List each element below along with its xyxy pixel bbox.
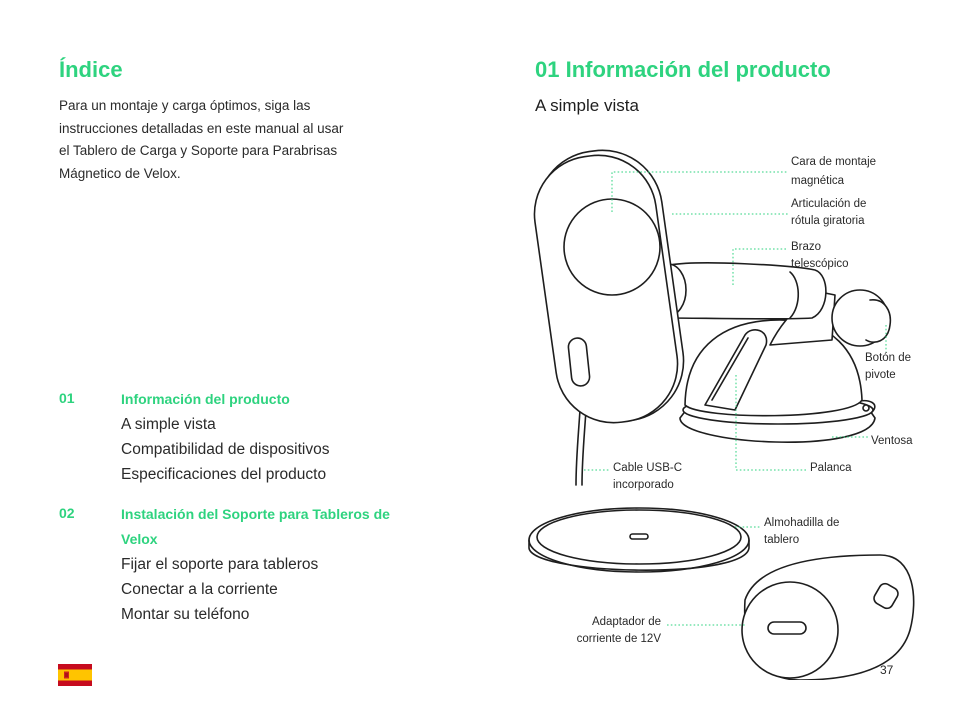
intro-paragraph: Para un montaje y carga óptimos, siga la… [59, 98, 344, 181]
toc-number: 02 [59, 505, 75, 521]
label-usb-cable: Cable USB-C incorporado [613, 462, 683, 491]
product-diagram [528, 149, 915, 680]
toc-number: 01 [59, 390, 75, 406]
toc-heading-link[interactable]: Información del producto [121, 391, 290, 407]
label-suction-cup: Ventosa [871, 435, 913, 447]
label-ball-joint: Articulación de rótula giratoria [791, 198, 867, 227]
spain-flag-icon [58, 664, 92, 686]
section-title: 01 Información del producto [535, 57, 831, 82]
label-magnetic-face: Cara de montaje magnética [791, 156, 877, 187]
label-power-adapter: Adaptador de corriente de 12V [576, 616, 661, 645]
toc-item-link[interactable]: Conectar a la corriente [121, 581, 278, 598]
index-title: Índice [59, 57, 123, 82]
toc-item-link[interactable]: Montar su teléfono [121, 606, 250, 623]
toc-item-link[interactable]: A simple vista [121, 416, 216, 433]
toc-item-link[interactable]: Compatibilidad de dispositivos [121, 441, 330, 458]
label-pivot-button: Botón de pivote [865, 352, 912, 381]
toc-heading-link[interactable]: Velox [121, 531, 158, 547]
label-dashboard-pad: Almohadilla de tablero [764, 517, 840, 546]
label-telescopic-arm: Brazo telescópico [791, 241, 849, 270]
toc-item-link[interactable]: Especificaciones del producto [121, 466, 327, 483]
label-lever: Palanca [810, 462, 852, 474]
page-number: 37 [880, 663, 894, 677]
toc-heading-link[interactable]: Instalación del Soporte para Tableros de [121, 506, 390, 522]
toc-item-link[interactable]: Fijar el soporte para tableros [121, 556, 319, 573]
section-subtitle: A simple vista [535, 96, 639, 115]
